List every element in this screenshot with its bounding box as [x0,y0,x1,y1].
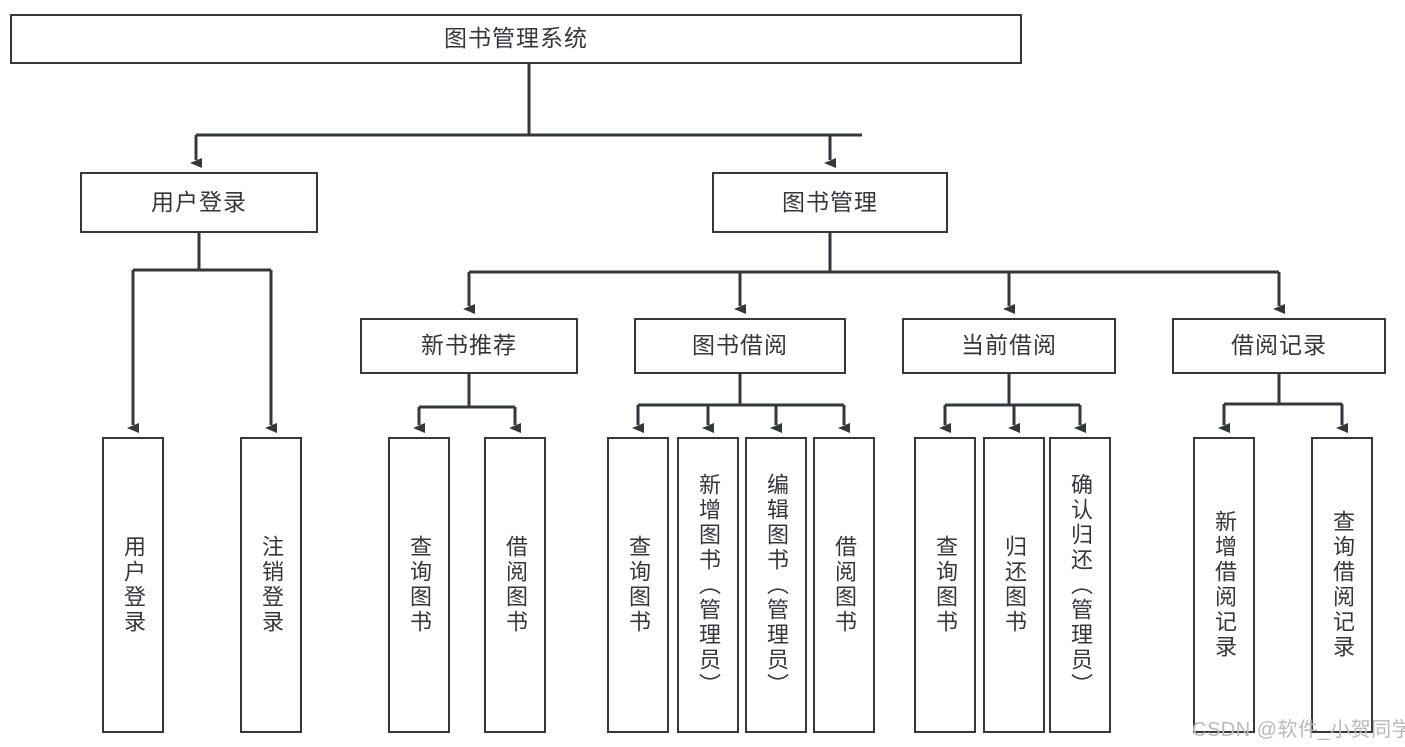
node-current-borrow[interactable]: 当前借阅 [902,318,1116,374]
node-leaf-borrow-book-2-label: 借阅图书 [832,535,857,635]
node-leaf-user-login-label: 用户登录 [121,535,146,635]
node-leaf-add-record[interactable]: 新增借阅记录 [1193,437,1255,733]
node-user-login-label: 用户登录 [151,188,247,215]
node-leaf-return-book[interactable]: 归还图书 [983,437,1045,733]
node-leaf-query-book-2[interactable]: 查询图书 [607,437,669,733]
node-leaf-borrow-book-1-label: 借阅图书 [503,535,528,635]
node-leaf-query-record[interactable]: 查询借阅记录 [1311,437,1373,733]
node-borrow-record-label: 借阅记录 [1231,332,1327,359]
node-leaf-add-book[interactable]: 新增图书（管理员） [677,437,739,733]
node-leaf-add-record-label: 新增借阅记录 [1212,510,1237,660]
node-leaf-confirm-return-label: 确认归还（管理员） [1068,472,1093,698]
node-leaf-edit-book-label: 编辑图书（管理员） [764,472,789,698]
node-book-manage[interactable]: 图书管理 [712,172,948,233]
node-leaf-add-book-label: 新增图书（管理员） [696,472,721,698]
node-new-book-recommend[interactable]: 新书推荐 [360,318,578,374]
node-leaf-query-book-1-label: 查询图书 [407,535,432,635]
node-book-manage-label: 图书管理 [782,188,878,215]
node-leaf-query-book-3[interactable]: 查询图书 [914,437,976,733]
node-borrow-record[interactable]: 借阅记录 [1172,318,1386,374]
node-leaf-return-book-label: 归还图书 [1002,535,1027,635]
node-leaf-query-book-3-label: 查询图书 [933,535,958,635]
node-user-login[interactable]: 用户登录 [80,172,318,233]
node-leaf-logout-label: 注销登录 [259,535,284,635]
node-root[interactable]: 图书管理系统 [10,14,1022,64]
node-leaf-query-book-2-label: 查询图书 [626,535,651,635]
node-leaf-logout[interactable]: 注销登录 [240,437,302,733]
node-leaf-edit-book[interactable]: 编辑图书（管理员） [745,437,807,733]
node-new-book-recommend-label: 新书推荐 [421,332,517,359]
node-leaf-query-book-1[interactable]: 查询图书 [388,437,450,733]
watermark-text: CSDN @软件_小贺同学 [1192,719,1405,741]
node-leaf-borrow-book-1[interactable]: 借阅图书 [484,437,546,733]
node-book-borrow-label: 图书借阅 [692,332,788,359]
node-leaf-borrow-book-2[interactable]: 借阅图书 [813,437,875,733]
node-root-label: 图书管理系统 [444,25,588,52]
node-leaf-confirm-return[interactable]: 确认归还（管理员） [1049,437,1111,733]
node-current-borrow-label: 当前借阅 [961,332,1057,359]
node-leaf-query-record-label: 查询借阅记录 [1330,510,1355,660]
node-book-borrow[interactable]: 图书借阅 [634,318,846,374]
node-leaf-user-login[interactable]: 用户登录 [102,437,164,733]
